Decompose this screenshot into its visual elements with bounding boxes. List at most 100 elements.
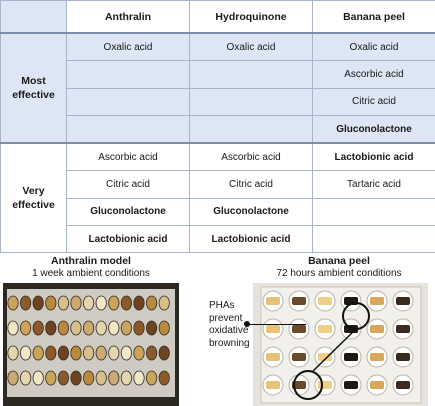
sample-cup (108, 370, 120, 386)
table-cell: Citric acid (66, 170, 190, 199)
sample-cup (45, 345, 57, 361)
table-cell: Lactobionic acid (66, 225, 190, 254)
sample-cup (20, 320, 32, 336)
table-cell: Ascorbic acid (312, 60, 435, 89)
pha-annotation: PHAs prevent oxidative browning (209, 300, 250, 349)
table-cell: Oxalic acid (189, 32, 313, 62)
banana-peel-piece (292, 381, 306, 389)
header-banana-peel: Banana peel (312, 0, 435, 34)
table-row: Citric acid Citric acid Tartaric acid (1, 170, 435, 199)
left-panel-caption: Anthralin model 1 week ambient condition… (3, 255, 179, 281)
banana-peel-piece (266, 325, 280, 333)
comparison-table: Anthralin Hydroquinone Banana peel Most … (0, 0, 435, 254)
sample-cup (32, 320, 44, 336)
banana-peel-piece (370, 325, 384, 333)
table-cell: Oxalic acid (66, 32, 190, 62)
anthralin-samples-graphic (3, 283, 179, 406)
banana-peel-piece (396, 353, 410, 361)
sample-cup (57, 370, 70, 386)
sample-cup (57, 320, 70, 336)
sample-cup (133, 320, 145, 336)
sample-cup (83, 370, 95, 386)
sample-cup (120, 370, 133, 386)
sample-cup (158, 345, 170, 361)
banana-peel-photo (253, 283, 428, 406)
table-row: Gluconolactone (1, 114, 435, 144)
header-corner-cell (0, 0, 67, 34)
sample-cup (83, 345, 95, 361)
sample-cup (45, 295, 57, 311)
table-row: Lactobionic acid Lactobionic acid (1, 225, 435, 254)
sample-cup (95, 345, 107, 361)
banana-peel-piece (396, 381, 410, 389)
sample-cup (57, 295, 70, 311)
sample-cup (146, 345, 158, 361)
banana-peel-piece (370, 353, 384, 361)
table-row: Gluconolactone Gluconolactone (1, 197, 435, 227)
sample-cup (32, 370, 44, 386)
banana-peel-samples-graphic (253, 283, 428, 406)
table-cell: Lactobionic acid (189, 225, 313, 254)
table-cell: Lactobionic acid (312, 142, 435, 172)
banana-peel-piece (344, 353, 358, 361)
sample-cup (45, 370, 57, 386)
banana-peel-piece (318, 325, 332, 333)
banana-peel-piece (370, 381, 384, 389)
sample-cup (83, 295, 95, 311)
banana-peel-piece (292, 353, 306, 361)
annotation-pointer-dot (244, 321, 250, 327)
sample-cup (57, 345, 70, 361)
table-row: Citric acid (1, 87, 435, 116)
sample-cup (146, 320, 158, 336)
banana-peel-piece (396, 325, 410, 333)
table-cell: Gluconolactone (66, 197, 190, 227)
sample-cup (146, 295, 158, 311)
sample-cup (95, 320, 107, 336)
banana-peel-piece (292, 325, 306, 333)
sample-cup (32, 295, 44, 311)
banana-peel-piece (266, 353, 280, 361)
sample-cup (133, 295, 145, 311)
sample-cup (158, 295, 170, 311)
table-cell: Ascorbic acid (66, 142, 190, 172)
anthralin-model-photo (3, 283, 179, 406)
sample-cup (158, 370, 170, 386)
table-header-row: Anthralin Hydroquinone Banana peel (0, 0, 435, 34)
sample-cup (83, 320, 95, 336)
sample-cup (108, 320, 120, 336)
right-panel-subtitle: 72 hours ambient conditions (276, 268, 402, 280)
table-cell: Ascorbic acid (189, 142, 313, 172)
group-label-very-effective: Very effective (0, 142, 67, 254)
sample-cup (70, 345, 82, 361)
sample-cup (95, 295, 107, 311)
table-cell (189, 60, 313, 89)
table-cell: Oxalic acid (312, 32, 435, 62)
table-row: Very effective Ascorbic acid Ascorbic ac… (0, 142, 435, 254)
sample-cup (20, 295, 32, 311)
table-cell (66, 87, 190, 116)
banana-peel-piece (396, 297, 410, 305)
sample-cup (120, 320, 133, 336)
sample-cup (7, 295, 19, 311)
table-cell (189, 87, 313, 116)
banana-peel-piece (266, 381, 280, 389)
sample-cup (45, 320, 57, 336)
sample-cup (7, 345, 19, 361)
sample-cup (70, 320, 82, 336)
table-cell: Citric acid (189, 170, 313, 199)
sample-cup (20, 370, 32, 386)
table-row: Ascorbic acid (1, 60, 435, 89)
banana-peel-piece (266, 297, 280, 305)
table-cell (66, 60, 190, 89)
sample-cup (108, 345, 120, 361)
right-panel-caption: Banana peel 72 hours ambient conditions (244, 255, 434, 281)
header-anthralin: Anthralin (66, 0, 190, 34)
right-panel-title: Banana peel (308, 255, 370, 267)
sample-cup (20, 345, 32, 361)
sample-cup (133, 370, 145, 386)
sample-cup (32, 345, 44, 361)
banana-peel-piece (318, 381, 332, 389)
sample-cup (95, 370, 107, 386)
table-row: Most effective Oxalic acid Oxalic acid O… (0, 31, 435, 144)
table-cell (66, 114, 190, 144)
